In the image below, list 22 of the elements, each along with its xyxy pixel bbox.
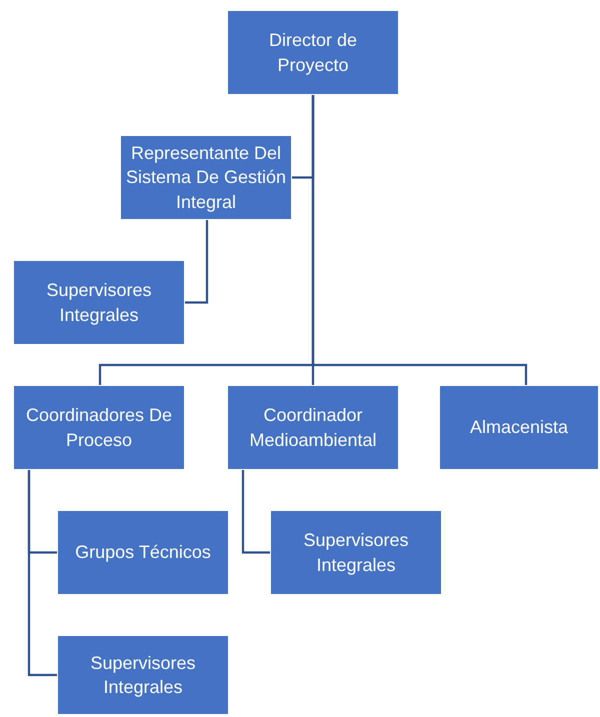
box-label: Grupos Técnicos <box>75 541 211 564</box>
connector-line <box>185 220 208 304</box>
box-label: Supervisores Integrales <box>89 652 197 699</box>
org-box <box>57 635 229 715</box>
org-box <box>13 260 185 345</box>
box-label: Representante Del Sistema De Gestión Integral <box>125 142 287 214</box>
connector-line <box>28 470 57 676</box>
org-box <box>439 385 599 470</box>
org-box <box>227 385 399 470</box>
box-label: Coordinador Medioambiental <box>248 404 378 452</box>
org-box <box>227 10 399 95</box>
org-box <box>120 135 292 220</box>
org-box <box>270 510 442 595</box>
box-label: Almacenista <box>470 416 568 440</box>
box-label: Supervisores Integrales <box>45 279 153 327</box>
org-box <box>57 510 229 595</box>
connector-line <box>312 95 528 385</box>
connector-line <box>242 470 270 554</box>
box-label: Coordinadores De Proceso <box>24 404 174 452</box>
box-label: Director de Proyecto <box>268 29 358 77</box>
box-label: Supervisores Integrales <box>302 529 410 577</box>
org-box <box>13 385 185 470</box>
